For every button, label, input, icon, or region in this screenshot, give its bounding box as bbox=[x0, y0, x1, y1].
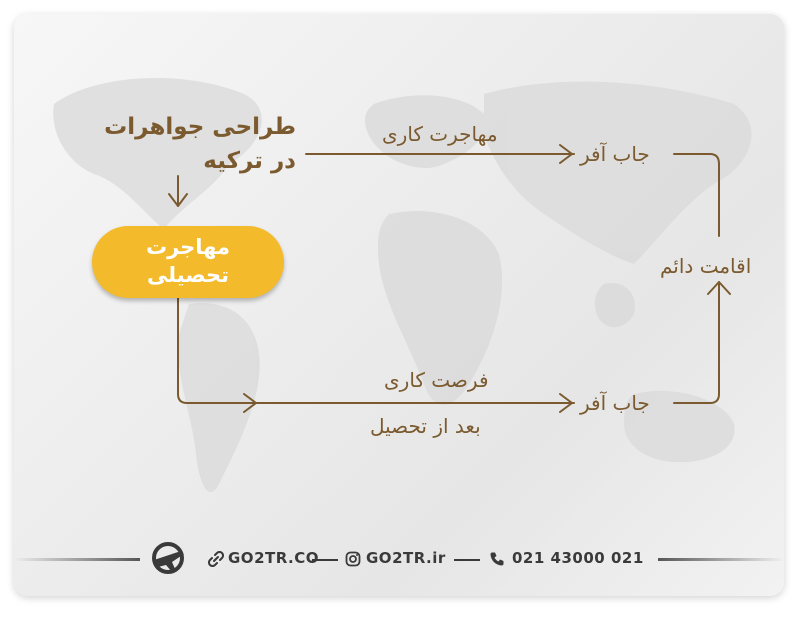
lower-path-label-line-1: فرصت کاری bbox=[384, 368, 489, 392]
world-map-background bbox=[53, 77, 752, 493]
pill-line-2: تحصیلی bbox=[146, 263, 230, 287]
lower-job-offer-label: جاب آفر bbox=[580, 391, 650, 415]
upper-path-label: مهاجرت کاری bbox=[382, 122, 498, 146]
permanent-residence-label: اقامت دائم bbox=[660, 254, 752, 278]
study-migration-pill: مهاجرت تحصیلی bbox=[92, 226, 284, 298]
flow-connectors bbox=[168, 144, 731, 413]
upper-job-offer-label: جاب آفر bbox=[580, 142, 650, 166]
residence-arrowhead bbox=[707, 281, 731, 295]
lower-path-label-line-2: بعد از تحصیل bbox=[370, 414, 481, 438]
lower-arrowhead-2 bbox=[559, 393, 573, 413]
title-line-2: در ترکیه bbox=[203, 148, 296, 174]
pill-line-1: مهاجرت bbox=[145, 235, 231, 259]
diagram-title: طراحی جواهرات در ترکیه bbox=[96, 110, 296, 178]
upper-arrowhead bbox=[559, 144, 573, 164]
title-line-1: طراحی جواهرات bbox=[104, 114, 296, 140]
infographic-card: طراحی جواهرات در ترکیه مهاجرت تحصیلی مها… bbox=[14, 14, 784, 596]
lower-arrowhead-1 bbox=[243, 393, 257, 413]
title-down-arrowhead bbox=[168, 193, 188, 207]
